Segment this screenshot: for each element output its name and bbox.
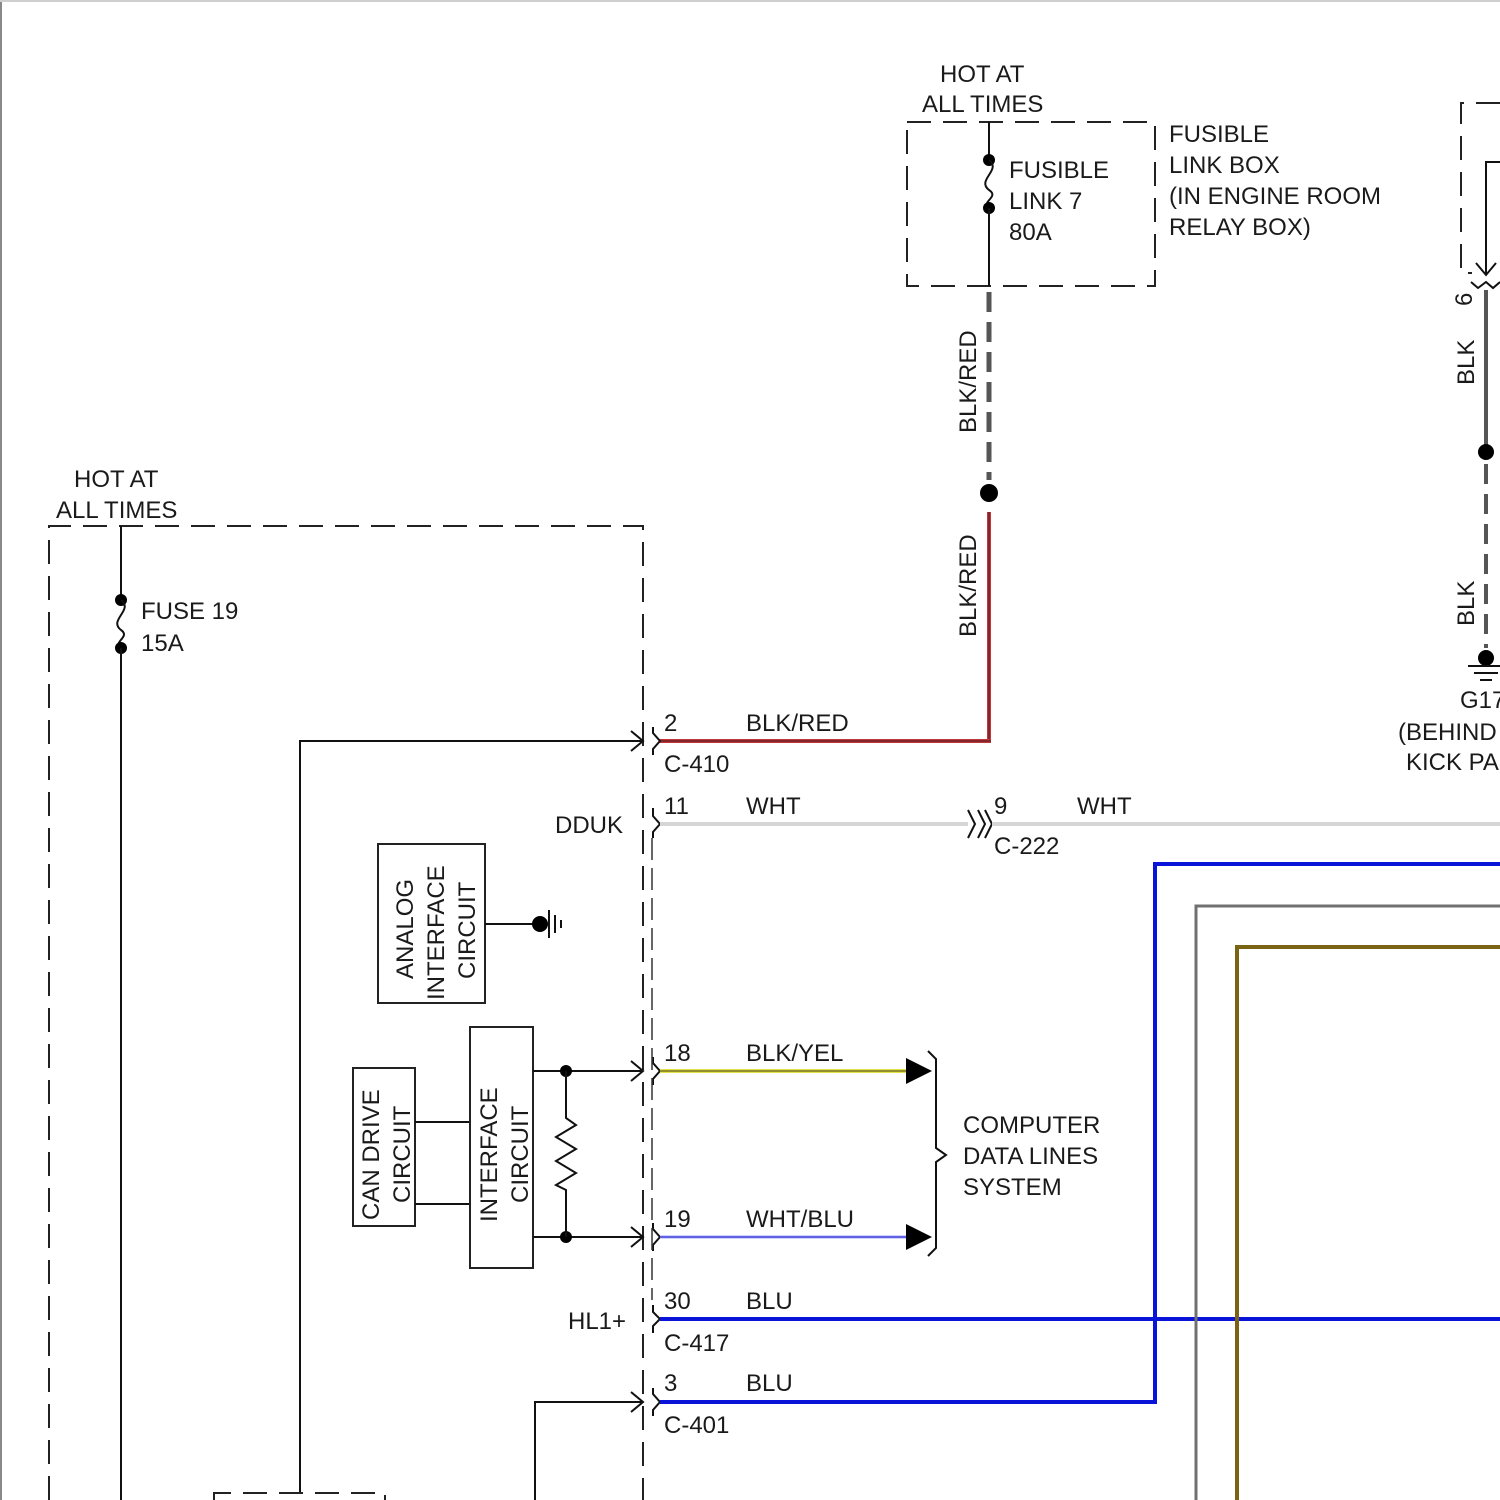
pin2-connector-id: C-410 bbox=[664, 751, 729, 778]
interface-label-line1: INTERFACE bbox=[476, 1087, 503, 1222]
control-module: HOT AT ALL TIMES FUSE 19 15A DDUK HL1+ A… bbox=[49, 466, 643, 1500]
gray-wire bbox=[1196, 906, 1500, 1500]
can-drive-label-line2: CIRCUIT bbox=[389, 1105, 416, 1203]
pin30-connector-id: C-417 bbox=[664, 1330, 729, 1357]
analog-circuit-label-line1: ANALOG bbox=[392, 879, 419, 979]
blk-red-upper-label: BLK/RED bbox=[955, 330, 982, 433]
fusible-box-label-line1: FUSIBLE bbox=[1169, 121, 1269, 148]
pin30-number: 30 bbox=[664, 1288, 691, 1315]
pin30-wire-label: BLU bbox=[746, 1288, 793, 1315]
ground-component-outline bbox=[1461, 103, 1500, 273]
pin18-wire-label: BLK/YEL bbox=[746, 1040, 843, 1067]
analog-ground-icon bbox=[549, 910, 561, 938]
pin19-number: 19 bbox=[664, 1206, 691, 1233]
c222-pin-number: 9 bbox=[994, 793, 1007, 820]
pin11-number: 11 bbox=[664, 793, 689, 820]
pin18-number: 18 bbox=[664, 1040, 691, 1067]
data-lines-label-line1: COMPUTER bbox=[963, 1112, 1100, 1139]
module-hot-label-line2: ALL TIMES bbox=[56, 497, 177, 524]
module-hot-label-line1: HOT AT bbox=[74, 466, 159, 493]
fuse-symbol bbox=[117, 600, 125, 648]
fusible-link-box: HOT AT ALL TIMES FUSIBLE LINK 7 80A FUSI… bbox=[907, 61, 1381, 286]
lower-component-outline bbox=[214, 1493, 385, 1500]
ground-name: G17 bbox=[1460, 687, 1500, 714]
ddu-label: DDUK bbox=[555, 812, 623, 839]
ground-wire-upper-label: BLK bbox=[1453, 340, 1480, 385]
fusible-link-rating: 80A bbox=[1009, 219, 1052, 246]
ground-g17: 6 BLK BLK G17 (BEHIND KICK PA bbox=[1398, 103, 1500, 776]
pin2-number: 2 bbox=[664, 710, 677, 737]
ground-pin-connector-symbol bbox=[1471, 282, 1500, 288]
hl-label: HL1+ bbox=[568, 1308, 626, 1335]
pin11-wire-label: WHT bbox=[746, 793, 801, 820]
pin3-wire-label: BLU bbox=[746, 1370, 793, 1397]
pin18-data-arrowhead bbox=[906, 1058, 932, 1084]
fusible-hot-label-line2: ALL TIMES bbox=[922, 91, 1043, 118]
pin30-connector-symbol bbox=[653, 1305, 660, 1333]
c222-connector-id: C-222 bbox=[994, 833, 1059, 860]
pin3-number: 3 bbox=[664, 1370, 677, 1397]
data-lines-label-line3: SYSTEM bbox=[963, 1174, 1062, 1201]
analog-ground-dot bbox=[532, 916, 548, 932]
ground-terminal-dot bbox=[1478, 650, 1494, 666]
blk-red-splice-dot bbox=[980, 484, 998, 502]
analog-circuit-label-line3: CIRCUIT bbox=[454, 881, 481, 979]
pin19-wire-label: WHT/BLU bbox=[746, 1206, 854, 1233]
ground-location-line2: KICK PA bbox=[1406, 749, 1499, 776]
connector-pins: 2 BLK/RED C-410 11 WHT 18 BLK/YEL 19 WHT… bbox=[652, 710, 854, 1439]
fuse-rating: 15A bbox=[141, 630, 184, 657]
fusible-box-label-line2: LINK BOX bbox=[1169, 152, 1280, 179]
fusible-box-label-line4: RELAY BOX) bbox=[1169, 214, 1311, 241]
pin11-connector-symbol bbox=[653, 808, 660, 838]
blk-red-wire: BLK/RED BLK/RED bbox=[659, 292, 998, 741]
fusible-link-symbol bbox=[985, 160, 993, 208]
ground-location-line1: (BEHIND bbox=[1398, 719, 1497, 746]
pin3-internal-line bbox=[535, 1402, 643, 1500]
pin19-data-arrowhead bbox=[906, 1224, 932, 1250]
blk-red-lower-label: BLK/RED bbox=[955, 534, 982, 637]
pin2-wire-label: BLK/RED bbox=[746, 710, 849, 737]
c222-connector-symbol bbox=[968, 810, 992, 838]
data-lines-bracket bbox=[928, 1051, 946, 1256]
ground-splice-dot bbox=[1478, 444, 1494, 460]
fuse-name: FUSE 19 bbox=[141, 598, 238, 625]
interface-label-line2: CIRCUIT bbox=[507, 1105, 534, 1203]
c222-wire-label: WHT bbox=[1077, 793, 1132, 820]
fusible-box-label-line3: (IN ENGINE ROOM bbox=[1169, 183, 1381, 210]
pin2-connector-symbol bbox=[653, 727, 660, 755]
pin19-connector-symbol bbox=[653, 1223, 660, 1251]
module-outline bbox=[49, 526, 643, 1500]
termination-resistor bbox=[556, 1071, 576, 1237]
fusible-link-name-line1: FUSIBLE bbox=[1009, 157, 1109, 184]
data-lines-label-line2: DATA LINES bbox=[963, 1143, 1098, 1170]
pin18-connector-symbol bbox=[653, 1057, 660, 1085]
fusible-hot-label-line1: HOT AT bbox=[940, 61, 1025, 88]
ground-icon bbox=[1468, 666, 1500, 680]
fusible-link-name-line2: LINK 7 bbox=[1009, 188, 1082, 215]
brown-wire bbox=[1237, 947, 1500, 1500]
can-drive-label-line1: CAN DRIVE bbox=[358, 1089, 385, 1220]
ground-internal-line bbox=[1486, 162, 1500, 275]
pin3-connector-id: C-401 bbox=[664, 1412, 729, 1439]
ground-wire-lower-label: BLK bbox=[1453, 581, 1480, 626]
pin3-connector-symbol bbox=[653, 1388, 660, 1416]
analog-circuit-label-line2: INTERFACE bbox=[423, 865, 450, 1000]
ground-pin-number: 6 bbox=[1451, 293, 1478, 306]
